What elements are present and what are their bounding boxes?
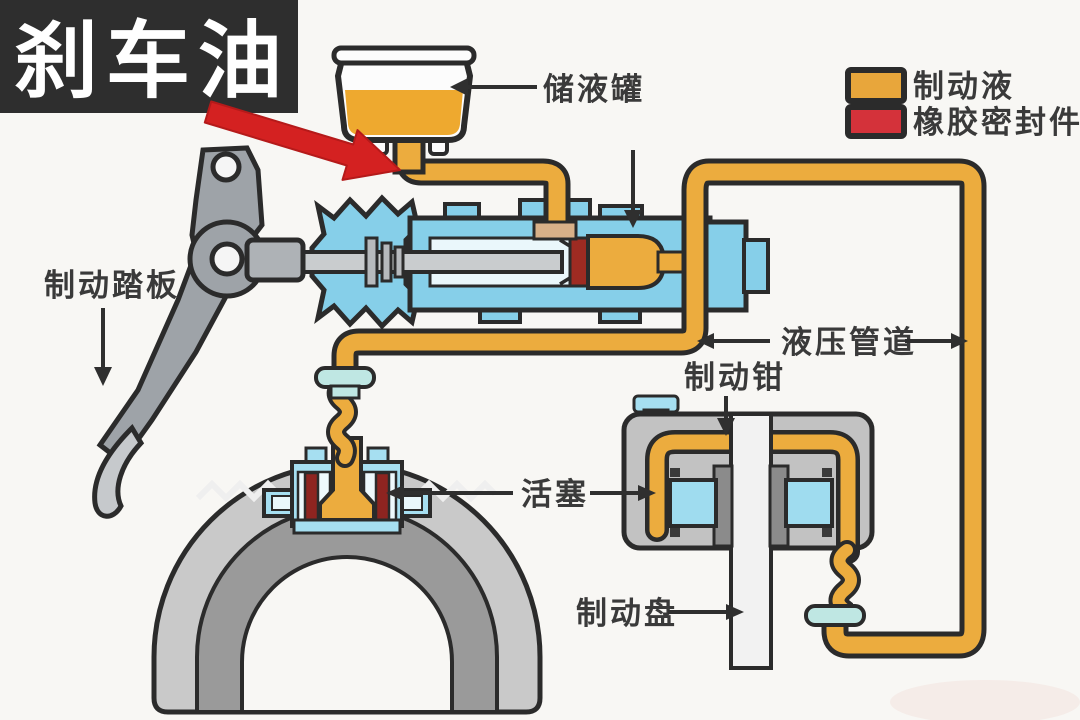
master-cylinder-inlet-fitting — [532, 220, 578, 241]
title-text: 刹车油 — [14, 14, 290, 108]
legend-swatch-rubber-seal — [845, 104, 907, 139]
fluid-chamber — [586, 234, 667, 290]
legend-label-rubber-seal: 橡胶密封件 — [913, 105, 1080, 140]
piston-label: 活塞 — [521, 477, 589, 512]
pedal-pivot-hole — [209, 241, 245, 277]
brake-caliper-arrowhead — [717, 418, 735, 436]
wheel-cylinder-right-slot — [401, 495, 423, 511]
brake-disc — [729, 412, 773, 670]
fluid-reservoir — [331, 45, 477, 175]
wheel-cylinder-base-plate — [292, 518, 402, 535]
caliper-bolt-2 — [670, 528, 680, 537]
brake-caliper-label: 制动钳 — [684, 360, 786, 395]
master-cylinder-pointer-arrowhead — [624, 210, 642, 228]
caliper-fluid-channel-right — [762, 434, 856, 560]
master-cylinder — [248, 194, 770, 330]
piston-arrowhead-right — [638, 485, 656, 501]
reservoir-label: 储液罐 — [543, 72, 645, 107]
drum-center-hole — [240, 555, 454, 714]
brake-fluid-callout-arrow — [203, 100, 401, 181]
hydraulic-line-label: 液压管道 — [781, 325, 917, 360]
hydraulic-line-arrowhead-left — [697, 333, 714, 349]
drum-friction-zigzag-right — [412, 479, 498, 503]
piston-arrowhead-left — [386, 485, 404, 501]
brake-pedal-label: 制动踏板 — [44, 268, 180, 303]
brake-caliper-assembly — [621, 394, 875, 670]
title-box — [0, 0, 298, 113]
legend-label-brake-fluid: 制动液 — [913, 69, 1015, 104]
piston-seal — [568, 236, 590, 288]
main-hydraulic-pipe — [336, 163, 982, 654]
legend: 制动液 橡胶密封件 — [845, 67, 1080, 140]
push-rod-clevis — [244, 237, 306, 283]
drum-hose-fitting — [314, 366, 376, 389]
brake-pedal-assembly — [92, 145, 306, 519]
pedal-top-pivot-hole — [210, 151, 242, 183]
caliper-hose-fitting — [804, 604, 866, 627]
master-cylinder-end-cap — [742, 238, 770, 294]
drum-hose-collar — [329, 384, 361, 400]
push-rod-washer-1 — [364, 236, 379, 288]
wheel-cylinder-right-seal — [374, 471, 391, 522]
title-callout: 刹车油 — [0, 0, 401, 181]
legend-swatch-brake-fluid — [845, 67, 907, 104]
wheel-cylinder-left-slot — [271, 495, 293, 511]
callouts: 储液罐 制动踏板 液压管道 制动钳 活塞 制动盘 — [44, 72, 968, 631]
hydraulic-line-arrowhead-right — [951, 333, 968, 349]
brake-disc-label: 制动盘 — [576, 596, 678, 631]
caliper-piston-right — [784, 478, 834, 528]
drum-brake — [151, 436, 543, 715]
push-rod-washer-2 — [380, 241, 393, 283]
brake-pedal-arrowhead — [94, 367, 112, 386]
push-rod-washer-3 — [393, 245, 405, 279]
drum-friction-zigzag-left — [195, 479, 285, 503]
pedal-foot-pad — [92, 423, 145, 519]
brake-disc-arrowhead — [726, 604, 744, 620]
caliper-bolt-3 — [822, 468, 832, 477]
wheel-cylinder-left-seal — [303, 471, 320, 522]
reservoir-fluid — [345, 90, 463, 135]
caliper-bolt-1 — [670, 468, 680, 477]
reservoir-arrowhead — [450, 78, 468, 96]
caliper-fluid-channel-left — [649, 434, 739, 538]
caliper-bolt-4 — [822, 528, 832, 537]
caliper-flex-hose — [832, 544, 857, 622]
reservoir-rim — [331, 45, 477, 66]
caliper-piston-left — [668, 478, 718, 528]
watermark-smudge — [890, 680, 1080, 720]
